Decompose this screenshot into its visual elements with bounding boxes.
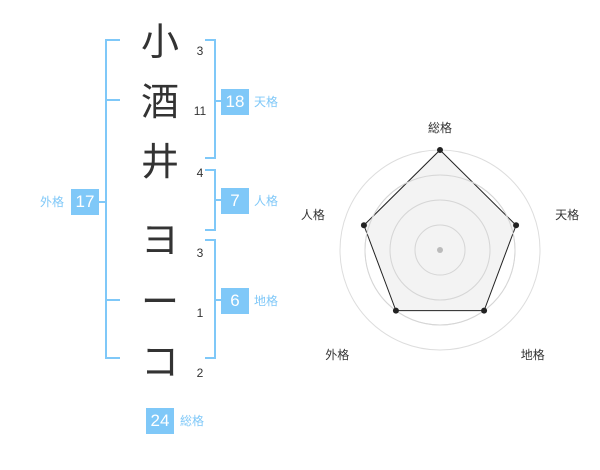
stroke-count: 3 — [196, 246, 204, 260]
radar-point — [360, 222, 367, 229]
name-char: 小 — [140, 20, 179, 64]
name-char: 井 — [140, 140, 179, 184]
gaikaku-bracket — [105, 39, 120, 359]
gaikaku-value: 17 — [71, 189, 99, 215]
soukaku-label: 総格 — [180, 414, 205, 428]
chikaku-value: 6 — [221, 288, 249, 314]
stroke-count: 2 — [196, 366, 204, 380]
name-char: コ — [140, 340, 179, 384]
radar-ring-inner — [364, 174, 516, 326]
radar-axis-label: 天格 — [555, 207, 579, 222]
stroke-count: 4 — [196, 166, 204, 180]
stroke-count: 3 — [196, 44, 204, 58]
jinkaku-value: 7 — [221, 188, 249, 214]
stroke-count: 11 — [193, 104, 207, 118]
radar-center — [437, 247, 443, 253]
radar-polygon — [363, 149, 517, 312]
radar-ring-inner — [414, 224, 466, 276]
name-char: 酒 — [140, 80, 179, 124]
soukaku-value: 24 — [146, 408, 174, 434]
name-char: ヨ — [140, 218, 179, 262]
radar-point — [437, 147, 443, 153]
radar-axis-label: 外格 — [325, 347, 349, 362]
radar-ring-inner — [389, 199, 491, 301]
tenkaku-label: 天格 — [254, 95, 279, 109]
radar-point — [392, 307, 399, 314]
chikaku-label: 地格 — [254, 294, 279, 308]
radar-axis-label: 総格 — [428, 120, 452, 135]
stroke-count: 1 — [196, 306, 204, 320]
radar-axis-label: 人格 — [301, 207, 325, 222]
tenkaku-bracket — [205, 39, 216, 159]
jinkaku-label: 人格 — [254, 194, 279, 208]
radar-point — [481, 307, 488, 314]
name-char: ー — [140, 280, 179, 324]
radar-axis-label: 地格 — [521, 347, 545, 362]
gaikaku-label: 外格 — [40, 195, 65, 209]
radar-point — [513, 222, 520, 229]
tenkaku-value: 18 — [221, 89, 249, 115]
